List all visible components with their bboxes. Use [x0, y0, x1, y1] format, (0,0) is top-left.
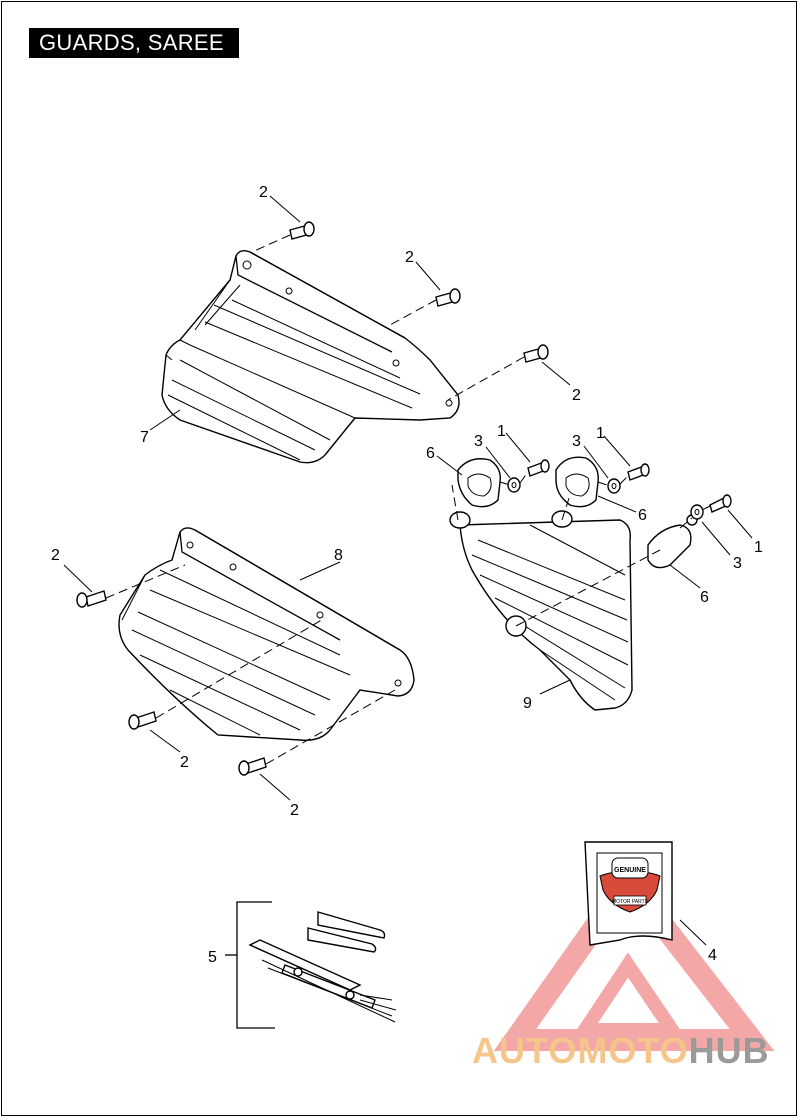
callout-8: 8	[334, 547, 343, 564]
callout-4: 4	[708, 947, 717, 964]
callout-3-a: 3	[474, 433, 483, 450]
badge-top-text: GENUINE	[614, 867, 646, 874]
clamp-part-6-middle	[555, 456, 599, 508]
callout-7: 7	[140, 429, 149, 446]
washer-part-3-right	[690, 504, 704, 520]
callout-2-d: 2	[51, 547, 60, 564]
watermark-logo: AUTOMOTOHUB	[472, 1030, 770, 1072]
screw-part-2-d	[76, 590, 107, 608]
watermark-triangle-icon	[493, 861, 775, 1051]
screw-part-2-f	[238, 757, 267, 776]
clamp-part-6-left	[457, 458, 501, 508]
installation-lines	[105, 234, 711, 765]
callout-2-e: 2	[180, 754, 189, 771]
screw-part-2-a	[289, 221, 315, 240]
callout-2-f: 2	[290, 802, 299, 819]
screw-part-2-e	[128, 711, 157, 730]
washer-part-3-middle	[607, 478, 621, 494]
screw-part-2-b	[435, 288, 461, 307]
watermark-text-secondary: HUB	[688, 1030, 770, 1071]
guard-right-part-9	[449, 510, 633, 711]
genuine-parts-badge-icon: GENUINE MOTOR PARTS	[599, 857, 661, 913]
washer-part-3-left	[507, 477, 521, 493]
callout-3-c: 3	[733, 555, 742, 572]
guard-left-part-8	[118, 527, 415, 741]
callout-5: 5	[208, 949, 217, 966]
tool-kit-part-5	[225, 901, 397, 1029]
watermark-text-primary: AUTOMOTO	[472, 1030, 689, 1071]
screw-part-1-right	[709, 494, 732, 513]
leader-lines	[63, 195, 753, 946]
callout-1-c: 1	[754, 539, 763, 556]
clamp-part-6-right	[647, 514, 698, 569]
callout-6-c: 6	[700, 589, 709, 606]
callout-6-a: 6	[426, 445, 435, 462]
genuine-parts-package-part-4: GENUINE MOTOR PARTS	[584, 841, 673, 946]
screw-part-1-middle	[627, 463, 650, 481]
callout-2-b: 2	[405, 249, 414, 266]
callout-2-a: 2	[259, 184, 268, 201]
callout-1-b: 1	[596, 425, 605, 442]
page-title: GUARDS, SAREE	[29, 28, 239, 58]
callout-labels: 2 2 2 7 6 3 1 3 1 6 1 3 6 2 8 9 2 2 5 4	[51, 184, 763, 966]
callout-3-b: 3	[572, 433, 581, 450]
screw-part-2-c	[523, 344, 549, 363]
screw-part-1-left	[527, 459, 550, 477]
callout-6-b: 6	[638, 507, 647, 524]
callout-9: 9	[523, 695, 532, 712]
badge-bottom-text: MOTOR PARTS	[612, 899, 649, 905]
callout-2-c: 2	[572, 387, 581, 404]
callout-1-a: 1	[497, 423, 506, 440]
guard-upper-part-7	[161, 249, 460, 464]
